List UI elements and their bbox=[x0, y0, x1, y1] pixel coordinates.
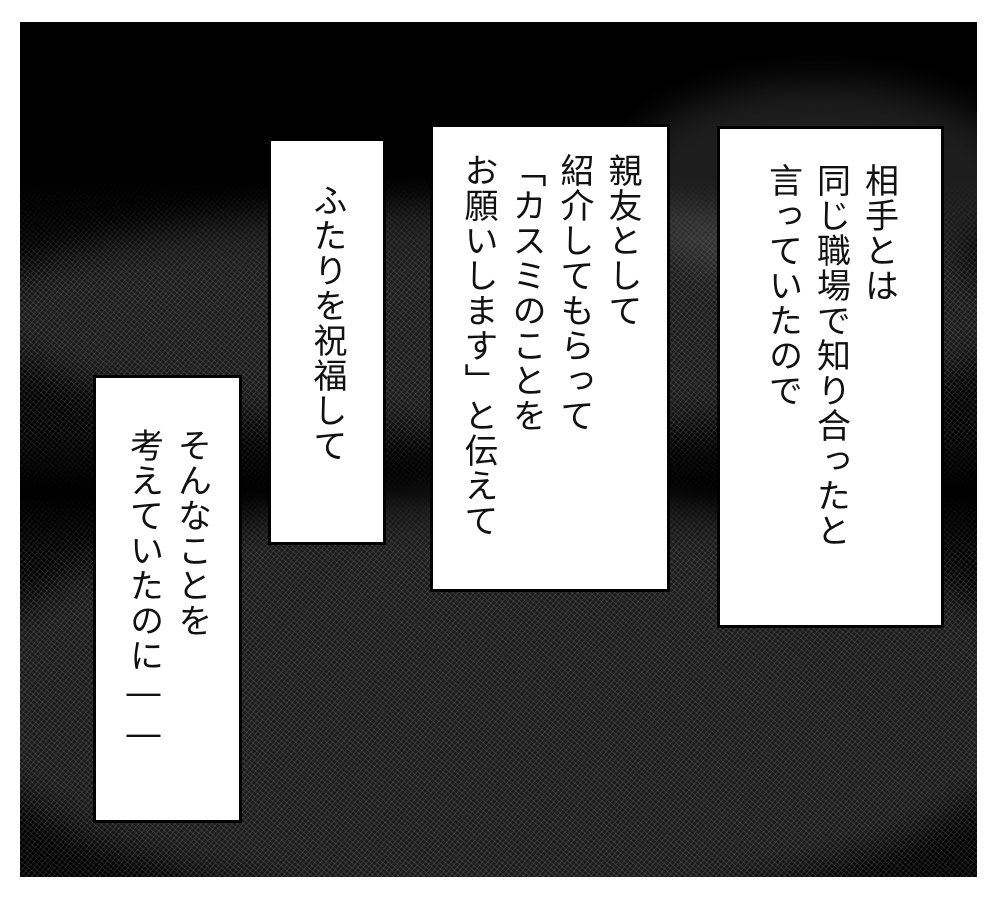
comic-panel: 相手とは 同じ職場で知り合ったと 言っていたので 親友として 紹介してもらって … bbox=[20, 22, 977, 877]
caption-text: ふたりを祝福して bbox=[307, 183, 347, 463]
caption-box-4: そんなことを 考えていたのに―― bbox=[93, 375, 242, 823]
caption-text: そんなことを 考えていたのに―― bbox=[123, 428, 212, 755]
caption-text: 相手とは 同じ職場で知り合ったと 言っていたので bbox=[762, 163, 899, 548]
caption-box-2: 親友として 紹介してもらって 「カスミのことを お願いします」と伝えて bbox=[430, 124, 670, 592]
caption-box-1: 相手とは 同じ職場で知り合ったと 言っていたので bbox=[717, 126, 944, 628]
caption-text: 親友として 紹介してもらって 「カスミのことを お願いします」と伝えて bbox=[458, 153, 642, 538]
caption-box-3: ふたりを祝福して bbox=[268, 138, 386, 545]
